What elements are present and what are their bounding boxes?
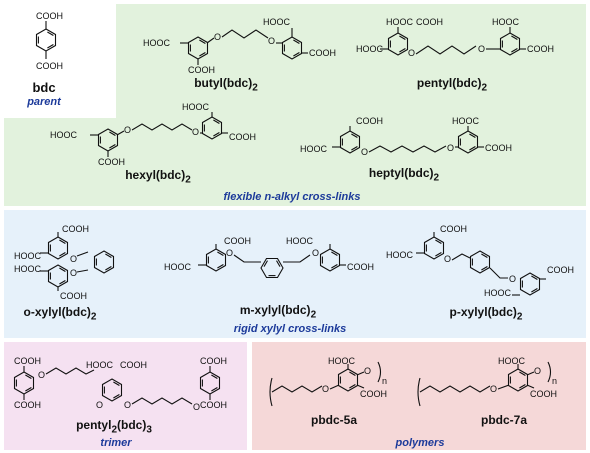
heptyl-structure: COOH HOOC O O HOOC COOH	[300, 116, 512, 157]
trimer-cooh-top-left: COOH	[14, 356, 41, 366]
heptyl-name: heptyl(bdc)2	[368, 166, 440, 184]
pbdc5a-name: pbdc-5a	[310, 413, 358, 427]
bdc-name: bdc	[32, 80, 56, 95]
oxylyl-hooc-1: HOOC	[14, 251, 42, 261]
trimer-structure: COOH COOH O HOOC COOH O O O COOH COOH	[13, 356, 227, 412]
pxylyl-hooc-bottom: HOOC	[484, 288, 512, 298]
butyl-hooc-left: HOOC	[143, 38, 171, 48]
pentyl-cooh-top: COOH	[416, 17, 443, 27]
flexible-panel	[116, 4, 586, 120]
hexyl-o-right: O	[192, 127, 199, 137]
mxylyl-o-left: O	[226, 248, 233, 258]
mxylyl-hooc-top: HOOC	[286, 236, 314, 246]
pentyl-o-right: O	[478, 44, 485, 54]
butyl-cooh-bottom: COOH	[188, 65, 215, 75]
pentyl-o-left: O	[408, 48, 415, 58]
heptyl-o-left: O	[361, 147, 368, 157]
butyl-name: butyl(bdc)2	[194, 76, 258, 94]
pxylyl-o-left: O	[444, 254, 451, 264]
trimer-o-3: O	[124, 400, 131, 410]
pentyl-structure: HOOC COOH HOOC O O HOOC COOH	[356, 17, 554, 58]
oxylyl-cooh-top: COOH	[62, 224, 89, 234]
butyl-cooh-right: COOH	[309, 48, 336, 58]
hexyl-name: hexyl(bdc)2	[125, 168, 191, 186]
pentyl-hooc-top2: HOOC	[492, 17, 520, 27]
pbdc7a-structure: O HOOC O n COOH	[417, 356, 557, 407]
butyl-o-left: O	[214, 32, 221, 42]
mxylyl-cooh-right: COOH	[347, 262, 374, 272]
rigid-panel	[4, 210, 586, 338]
trimer-cooh-bottom-right: COOH	[200, 400, 227, 410]
trimer-o-2: O	[96, 400, 103, 410]
butyl-structure: HOOC COOH O O HOOC COOH	[143, 17, 336, 75]
pbdc7a-o-2: O	[534, 366, 541, 376]
hexyl-cooh-bottom: COOH	[98, 157, 125, 167]
pxylyl-o-right: O	[509, 274, 516, 284]
pentyl-hooc-top: HOOC	[386, 17, 414, 27]
pxylyl-hooc-left: HOOC	[386, 250, 414, 260]
oxylyl-structure: COOH HOOC HOOC O O COOH	[14, 224, 115, 301]
oxylyl-o-1: O	[70, 254, 77, 264]
pxylyl-cooh-right: COOH	[547, 265, 574, 275]
pbdc7a-n: n	[552, 376, 557, 386]
oxylyl-o-2: O	[70, 268, 77, 278]
bdc-cooh-top: COOH	[36, 11, 63, 21]
heptyl-hooc-left: HOOC	[300, 144, 328, 154]
pentyl-hooc-left: HOOC	[356, 44, 384, 54]
trimer-o-1: O	[38, 370, 45, 380]
oxylyl-name: o-xylyl(bdc)2	[23, 305, 97, 323]
hexyl-hooc-top: HOOC	[182, 102, 210, 112]
hexyl-cooh-right: COOH	[229, 132, 256, 142]
pentyl-cooh-right: COOH	[527, 44, 554, 54]
rigid-caption: rigid xylyl cross-links	[233, 323, 347, 335]
trimer-name: pentyl2(bdc)3	[76, 418, 152, 436]
pxylyl-cooh-top: COOH	[440, 224, 467, 234]
mxylyl-structure: COOH HOOC O O HOOC COOH	[164, 236, 374, 279]
hexyl-o-left: O	[124, 125, 131, 135]
trimer-cooh-mid: COOH	[120, 360, 147, 370]
heptyl-hooc-top: HOOC	[452, 116, 480, 126]
trimer-cooh-top-right: COOH	[200, 356, 227, 366]
butyl-o-right: O	[268, 36, 275, 46]
heptyl-cooh-top: COOH	[356, 116, 383, 126]
bdc-cooh-bottom: COOH	[36, 61, 63, 71]
mxylyl-cooh-top: COOH	[224, 236, 251, 246]
mxylyl-name: m-xylyl(bdc)2	[239, 303, 317, 321]
pbdc5a-o-1: O	[322, 384, 329, 394]
pbdc5a-hooc: HOOC	[328, 356, 356, 366]
mxylyl-o-right: O	[312, 248, 319, 258]
pbdc5a-o-2: O	[364, 366, 371, 376]
trimer-hooc-mid: HOOC	[86, 360, 114, 370]
heptyl-cooh-right: COOH	[485, 143, 512, 153]
flexible-caption: flexible n-alkyl cross-links	[223, 191, 361, 203]
pxylyl-structure: COOH HOOC O O COOH HOOC	[386, 224, 574, 298]
pbdc5a-structure: O HOOC O n COOH	[269, 356, 387, 407]
trimer-caption: trimer	[100, 437, 132, 449]
trimer-cooh-bottom-left: COOH	[14, 400, 41, 410]
oxylyl-cooh-bottom: COOH	[60, 291, 87, 301]
heptyl-o-right: O	[447, 143, 454, 153]
pbdc5a-n: n	[382, 376, 387, 386]
hexyl-structure: HOOC COOH O O HOOC COOH	[50, 102, 256, 167]
oxylyl-hooc-2: HOOC	[14, 264, 42, 274]
parent-caption: parent	[27, 96, 61, 108]
polymers-panel	[252, 342, 586, 450]
bdc-structure: COOH COOH	[35, 11, 63, 71]
pxylyl-name: p-xylyl(bdc)2	[449, 305, 523, 323]
pbdc7a-name: pbdc-7a	[480, 413, 528, 427]
pbdc7a-hooc: HOOC	[498, 356, 526, 366]
butyl-hooc-top: HOOC	[263, 17, 291, 27]
polymers-caption: polymers	[395, 437, 445, 449]
pentyl-name: pentyl(bdc)2	[416, 76, 488, 94]
mxylyl-hooc-left: HOOC	[164, 262, 192, 272]
hexyl-hooc-left: HOOC	[50, 130, 78, 140]
trimer-o-4: O	[193, 402, 200, 412]
pbdc7a-cooh: COOH	[530, 389, 557, 399]
pbdc7a-o-1: O	[490, 384, 497, 394]
trimer-panel	[4, 342, 247, 450]
pbdc5a-cooh: COOH	[360, 389, 387, 399]
